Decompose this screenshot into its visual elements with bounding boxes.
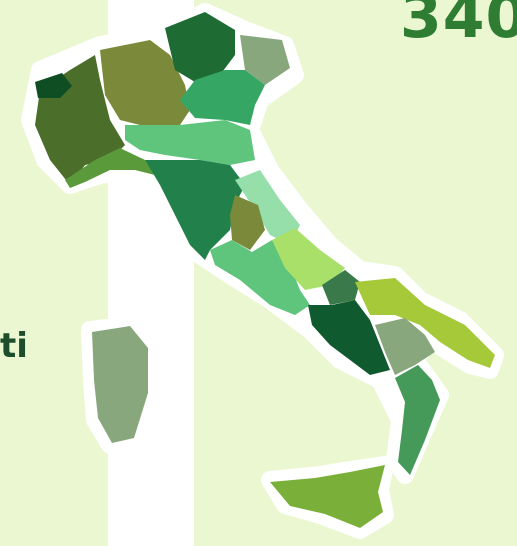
region-basilicata	[375, 318, 435, 375]
headline-number: 340	[400, 0, 517, 52]
region-puglia	[355, 278, 495, 368]
region-valle-aosta	[35, 73, 72, 98]
region-campania	[308, 300, 390, 375]
region-marche	[235, 170, 300, 245]
region-molise	[322, 270, 360, 305]
region-friuli	[240, 35, 290, 85]
region-trentino	[165, 12, 235, 82]
region-veneto	[180, 70, 265, 125]
region-abruzzo	[272, 228, 345, 290]
region-calabria	[395, 365, 440, 475]
region-sicilia	[270, 465, 385, 528]
side-label-text: ti	[0, 326, 28, 366]
region-liguria	[65, 148, 155, 188]
region-emilia	[125, 120, 255, 165]
region-umbria	[230, 195, 265, 250]
region-toscana	[145, 160, 245, 260]
region-lombardia	[100, 40, 190, 125]
region-sardegna	[92, 326, 148, 443]
